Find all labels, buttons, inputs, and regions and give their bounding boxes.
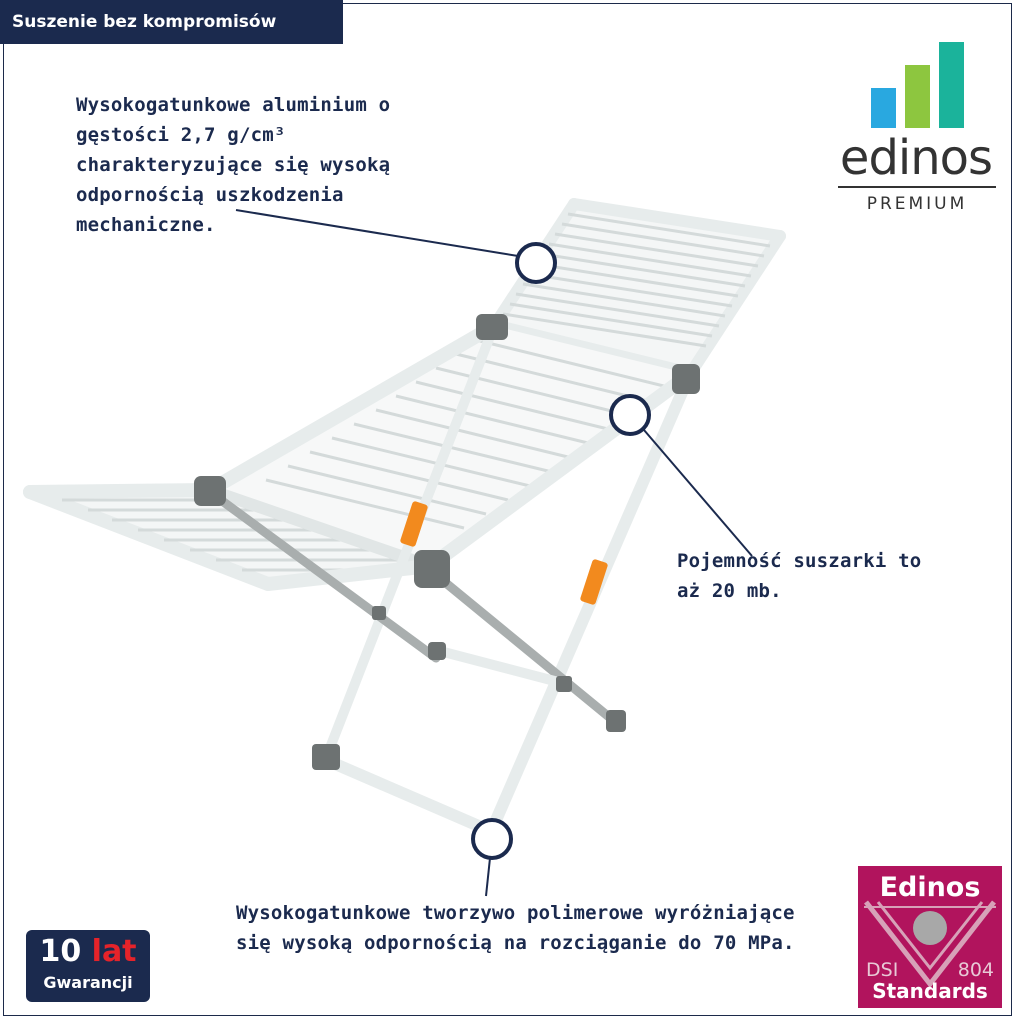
standards-label: Standards bbox=[872, 979, 988, 1003]
standards-brand: Edinos bbox=[879, 872, 981, 903]
logo-divider bbox=[838, 186, 996, 188]
callout-lines bbox=[235, 209, 753, 897]
logo-bar-2 bbox=[905, 65, 930, 128]
feature-aluminium-text: Wysokogatunkowe aluminium o gęstości 2,7… bbox=[76, 94, 391, 236]
page-frame bbox=[3, 3, 1012, 1016]
rack-upper-wing bbox=[487, 198, 786, 381]
rack-joints bbox=[194, 314, 700, 770]
edinos-logo: edinos PREMIUM bbox=[826, 42, 1001, 217]
logo-subtitle: PREMIUM bbox=[866, 194, 968, 214]
standards-seal: Edinos DSI 804 Standards bbox=[858, 866, 1002, 1008]
logo-bar-1 bbox=[871, 88, 896, 128]
rack-locks bbox=[400, 501, 608, 605]
logo-bar-3 bbox=[939, 42, 964, 128]
warranty-unit: lat bbox=[91, 934, 137, 969]
logo-bars-icon bbox=[871, 42, 971, 128]
warranty-label: Gwarancji bbox=[43, 973, 133, 992]
standards-emblem-icon bbox=[864, 900, 996, 989]
feature-polymer-text: Wysokogatunkowe tworzywo polimerowe wyró… bbox=[236, 902, 795, 954]
logo-wordmark: edinos bbox=[839, 130, 993, 186]
page-title: Suszenie bez kompromisów bbox=[0, 0, 343, 44]
warranty-period: 10 lat bbox=[26, 932, 150, 972]
warranty-badge: 10 lat Gwarancji bbox=[26, 930, 150, 1002]
standards-code-right: 804 bbox=[957, 959, 994, 981]
warranty-number: 10 bbox=[39, 934, 82, 969]
callout-marker bbox=[471, 242, 651, 860]
feature-capacity-text: Pojemność suszarki to aż 20 mb. bbox=[677, 550, 922, 602]
standards-code-left: DSI bbox=[866, 959, 899, 981]
